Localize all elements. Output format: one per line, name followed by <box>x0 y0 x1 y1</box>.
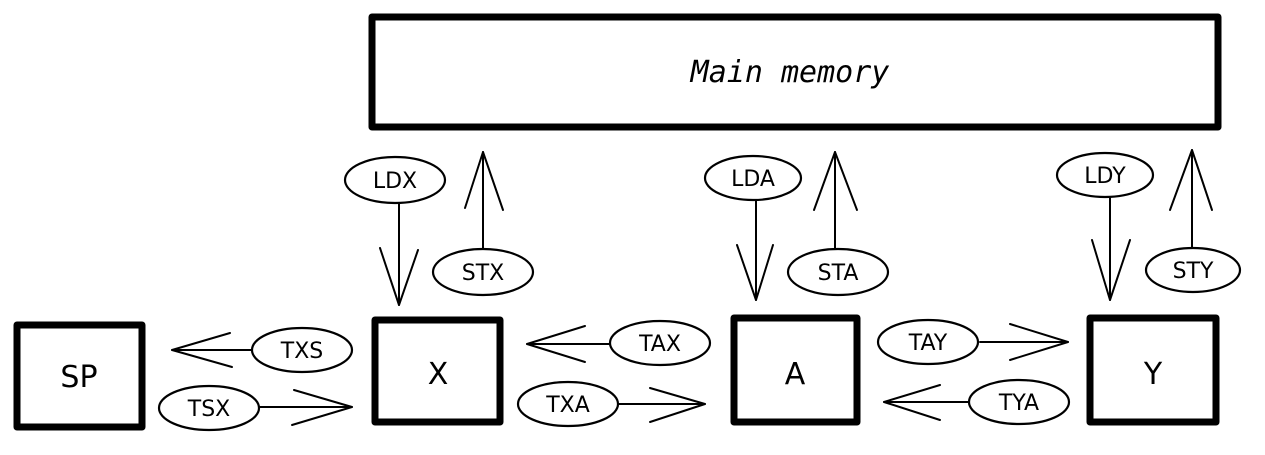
register-y-label: Y <box>1143 357 1163 392</box>
arrow-txs <box>171 332 256 368</box>
op-sta: STA <box>786 247 890 297</box>
op-tay: TAY <box>876 318 980 366</box>
arrow-txa <box>616 387 706 423</box>
op-lda: LDA <box>703 154 803 202</box>
op-ldx: LDX <box>343 155 447 205</box>
op-txs-label: TXS <box>280 339 323 364</box>
arrow-tay <box>979 323 1069 361</box>
register-sp-label: SP <box>60 360 97 395</box>
op-txa-label: TXA <box>545 393 590 418</box>
op-stx-label: STX <box>462 261 504 286</box>
op-sty: STY <box>1144 246 1242 294</box>
main-memory-label: Main memory <box>690 55 890 90</box>
op-lda-label: LDA <box>731 167 775 192</box>
op-txa: TXA <box>516 380 620 428</box>
op-stx: STX <box>431 247 535 297</box>
op-tsx: TSX <box>157 384 261 432</box>
arrow-sty <box>1169 149 1213 253</box>
register-x-label: X <box>428 357 449 392</box>
main-memory-node: Main memory <box>368 13 1222 131</box>
op-tsx-label: TSX <box>187 397 230 422</box>
register-y-node: Y <box>1086 314 1220 426</box>
register-x-node: X <box>371 316 504 426</box>
arrow-stx <box>464 151 504 253</box>
op-tya-label: TYA <box>998 391 1039 416</box>
arrow-ldy <box>1091 194 1131 301</box>
op-tax: TAX <box>608 319 712 367</box>
arrow-sta <box>813 151 858 249</box>
arrow-lda <box>736 194 774 301</box>
op-ldy: LDY <box>1055 151 1155 199</box>
arrow-ldx <box>379 199 419 306</box>
register-sp-node: SP <box>13 321 146 431</box>
op-tya: TYA <box>967 378 1071 426</box>
register-a-label: A <box>785 357 806 392</box>
op-sty-label: STY <box>1173 259 1214 284</box>
op-tax-label: TAX <box>638 332 681 357</box>
arrow-tax <box>526 325 611 363</box>
op-txs: TXS <box>250 326 354 374</box>
register-a-node: A <box>730 314 861 426</box>
op-ldx-label: LDX <box>373 169 417 194</box>
arrow-tya <box>883 384 969 421</box>
op-ldy-label: LDY <box>1084 164 1126 189</box>
arrow-tsx <box>259 389 353 426</box>
op-tay-label: TAY <box>908 331 948 356</box>
op-sta-label: STA <box>818 261 859 286</box>
